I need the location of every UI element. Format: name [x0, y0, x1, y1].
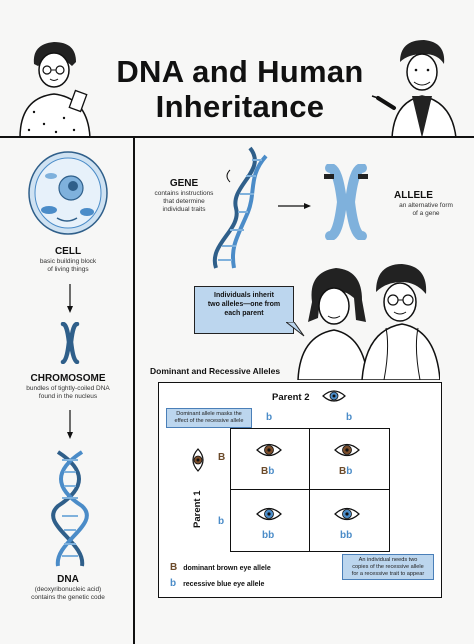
parent1-label-wrap: Parent 1 [192, 476, 206, 530]
punnett-heading: Dominant and Recessive Alleles [150, 366, 281, 376]
page-title: DNA and Human Inheritance [116, 54, 364, 124]
dna-description: (deoxyribonucleic acid) contains the gen… [31, 586, 105, 601]
inheritance-callout: Individuals inherit two alleles—one from… [194, 286, 294, 334]
woman-reading-illustration [19, 42, 91, 138]
genotype-cell-4: bb [340, 530, 353, 541]
blue-eye-icon [322, 390, 346, 402]
legend-recessive: b recessive blue eye allele [170, 578, 265, 589]
chromosome-icon [60, 322, 80, 364]
two-people-illustration [297, 264, 440, 380]
down-arrow-icon [67, 410, 73, 439]
vertical-divider [133, 136, 135, 644]
gene-label: GENE [169, 178, 199, 189]
col-allele-1: b [266, 412, 273, 423]
chromosome-description: bundles of tightly-coiled DNA found in t… [26, 385, 110, 400]
cell-eye-blue-icon [256, 507, 282, 521]
parent2-label: Parent 2 [272, 392, 310, 403]
cell-eye-brown-icon [334, 443, 360, 457]
dominant-note: Dominant allele masks the effect of the … [166, 408, 252, 428]
genotype-cell-3: bb [262, 530, 275, 541]
genotype-cell-1: Bb [261, 466, 275, 477]
right-arrow-icon [278, 203, 311, 209]
dna-label: DNA [57, 574, 79, 585]
down-arrow-icon [67, 284, 73, 313]
allele-description: an alternative form of a gene [399, 202, 453, 217]
allele-chromosome-icon [324, 164, 368, 240]
man-pointing-illustration [371, 40, 457, 138]
allele-label: ALLELE [394, 190, 433, 201]
brown-eye-icon [192, 448, 204, 472]
chromosome-label: CHROMOSOME [30, 373, 106, 384]
callout-pointer [286, 322, 305, 337]
cell-icon [28, 151, 108, 235]
cell-label: CELL [54, 246, 82, 257]
punnett-grid [230, 428, 390, 552]
gene-helix-icon [212, 146, 268, 269]
row-allele-2: b [218, 516, 225, 527]
recessive-note: An individual needs two copies of the re… [342, 554, 434, 580]
col-allele-2: b [346, 412, 353, 423]
horizontal-divider [0, 136, 474, 138]
parent1-label: Parent 1 [192, 490, 203, 529]
gene-description: contains instructions that determine ind… [154, 190, 214, 213]
dna-helix-icon [51, 450, 89, 567]
legend-dominant: B dominant brown eye allele [170, 562, 271, 573]
cell-description: basic building block of living things [39, 258, 97, 273]
cell-eye-blue-icon [334, 507, 360, 521]
row-allele-1: B [218, 452, 226, 463]
cell-eye-brown-icon [256, 443, 282, 457]
genotype-cell-2: Bb [339, 466, 353, 477]
